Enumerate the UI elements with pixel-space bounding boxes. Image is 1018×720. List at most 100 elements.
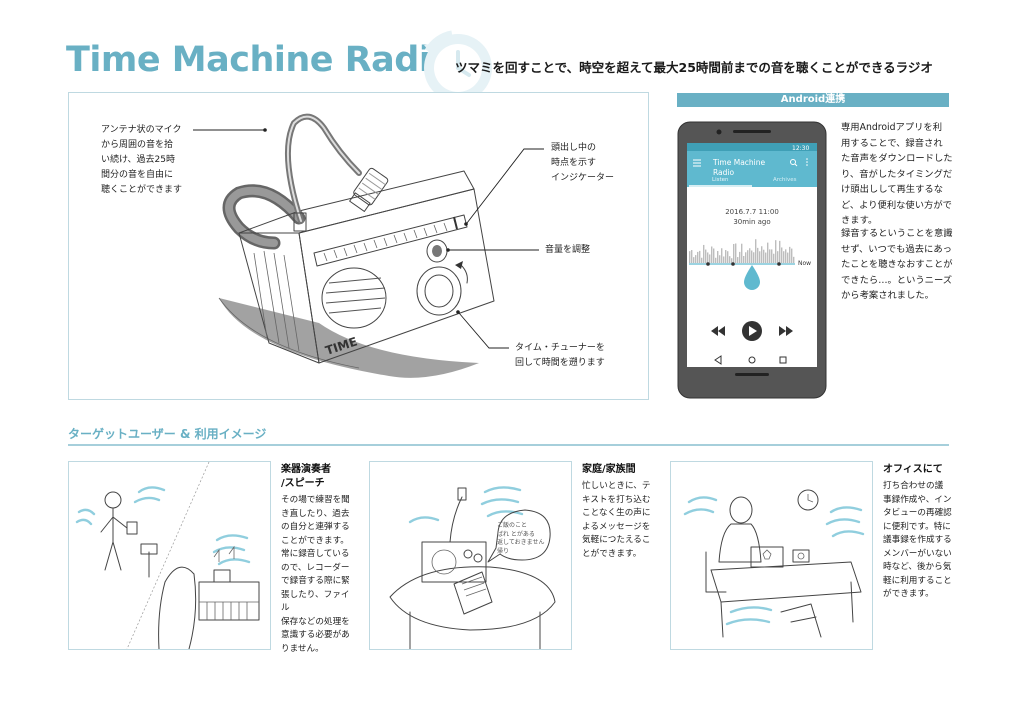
- note-line: 回して時間を遡ります: [515, 358, 605, 368]
- note-line: タイム・チューナーを: [515, 343, 605, 353]
- forward-icon[interactable]: [779, 326, 793, 336]
- usage-section-title: ターゲットユーザー & 利用イメージ: [68, 427, 267, 441]
- scene-family-text: 家庭/家族間 忙しいときに、テ キストを打ち込む ことなく生の声に よるメッセー…: [582, 463, 657, 561]
- scene-office: [670, 461, 873, 650]
- waveform-bar: [773, 253, 775, 263]
- text-line: タビューの再確認: [883, 508, 952, 518]
- text-line: りません。: [281, 643, 324, 654]
- waveform-bar: [691, 250, 693, 263]
- text-line: き直したり、過去: [281, 508, 350, 519]
- waveform-bar: [777, 251, 779, 263]
- text-line: 忙しいときに、テ: [582, 481, 651, 491]
- waveform-bar: [759, 251, 761, 263]
- waveform-bar: [737, 257, 739, 263]
- waveform-bar: [719, 255, 721, 263]
- waveform-bar: [767, 242, 769, 263]
- waveform-bar: [783, 251, 785, 263]
- note-line: 間分の音を自由に: [101, 170, 174, 180]
- note-line: 時点を示す: [551, 158, 597, 168]
- text-line: とができます。: [582, 548, 642, 559]
- scene-musician-illustration: [75, 461, 260, 650]
- text-line: 気軽につたえるこ: [582, 535, 651, 545]
- waveform-bar: [785, 249, 787, 263]
- waveform-bar: [779, 240, 781, 263]
- text-line: その場で練習を聞: [281, 495, 350, 505]
- scene-musician-text: 楽器演奏者 /スピーチ その場で練習を聞 き直したり、過去 の自分と連弾する こ…: [281, 463, 356, 656]
- recents-icon[interactable]: [779, 356, 787, 364]
- bubble-line: 返しておきません: [497, 539, 545, 546]
- section-divider: [68, 444, 949, 446]
- text-line: 常に録音している: [281, 549, 350, 559]
- text-line: け頭出しして再生するな: [841, 184, 943, 195]
- text-line: の自分と連弾する: [281, 522, 350, 532]
- waveform-bar: [701, 257, 703, 263]
- tab-archives[interactable]: Archives: [773, 177, 797, 183]
- main-illustration-panel: TIME アンテナ状のマイク から周囲の音を拾 い続け、過去25時 間分の音を自…: [68, 92, 649, 400]
- bubble-line: ばれ とがある: [497, 530, 535, 538]
- text-line: よるメッセージを: [582, 521, 651, 532]
- scene-title: 家庭/家族間: [582, 464, 636, 475]
- waveform-bar: [755, 239, 757, 263]
- scene-family-illustration: [389, 486, 556, 650]
- text-line: 意識する必要があ: [281, 630, 350, 640]
- note-volume: 音量を調整: [545, 243, 590, 258]
- back-icon[interactable]: [714, 355, 722, 365]
- now-label: Now: [798, 260, 812, 267]
- text-line: 用することで、録音され: [841, 137, 943, 149]
- clock-icon: [424, 30, 492, 102]
- waveform-bar: [733, 243, 735, 263]
- text-line: ことができます。: [281, 535, 349, 546]
- waveform-bar: [711, 246, 713, 263]
- waveform-bar: [745, 252, 747, 263]
- app-title-line: Radio: [713, 168, 735, 177]
- waveform-bar: [761, 246, 763, 263]
- text-line: で録音する際に緊: [281, 576, 350, 586]
- waveform-bar: [729, 256, 731, 263]
- scene-office-text: オフィスにて 打ち合わせの議 事録作成や、イン タビューの再確認 に便利です。特…: [883, 463, 953, 602]
- waveform-bar: [765, 252, 767, 263]
- waveform: [689, 239, 795, 263]
- text-line: メンバーがいない: [883, 548, 952, 559]
- text-line: きます。: [841, 215, 878, 226]
- waveform-bar: [781, 247, 783, 263]
- text-line: 張したり、ファイル: [281, 589, 350, 614]
- recording-ago: 30min ago: [733, 218, 771, 226]
- waveform-bar: [703, 244, 705, 263]
- text-line: 軽に利用すること: [883, 575, 952, 586]
- app-title-line: Time Machine: [713, 158, 766, 167]
- waveform-bar: [791, 248, 793, 263]
- waveform-bar: [725, 250, 727, 263]
- waveform-bar: [693, 257, 695, 263]
- rewind-icon[interactable]: [711, 326, 725, 336]
- waveform-bar: [713, 248, 715, 263]
- text-line: から考案されました。: [841, 290, 934, 301]
- app-title: Time Machine Radio: [713, 158, 765, 178]
- phone-mockup: [677, 121, 827, 399]
- home-icon[interactable]: [748, 356, 756, 364]
- waveform-bar: [707, 252, 709, 263]
- waveform-bar: [771, 249, 773, 263]
- waveform-bar: [705, 249, 707, 263]
- scene-musician: [68, 461, 271, 650]
- waveform-bar: [775, 240, 777, 263]
- text-line: できたら…。というニーズ: [841, 274, 953, 286]
- play-button[interactable]: [742, 321, 762, 341]
- status-time: 12:30: [792, 145, 810, 152]
- page-title: Time Machine Radio: [66, 40, 454, 80]
- waveform-bar: [769, 249, 771, 263]
- waveform-bar: [787, 252, 789, 263]
- scene-office-illustration: [683, 489, 865, 638]
- text-line: ができます。: [883, 589, 934, 599]
- waveform-bar: [699, 250, 701, 263]
- note-line: 音量を調整: [545, 245, 591, 255]
- note-line: インジケーター: [551, 173, 615, 183]
- waveform-bar: [753, 252, 755, 263]
- text-line: キストを打ち込む: [582, 494, 651, 505]
- note-antenna-mic: アンテナ状のマイク から周囲の音を拾 い続け、過去25時 間分の音を自由に 聴く…: [101, 123, 182, 198]
- waveform-bar: [727, 251, 729, 263]
- scene-title: /スピーチ: [281, 478, 325, 489]
- page-subtitle: ツマミを回すことで、時空を超えて最大25時間前までの音を聴くことができるラジオ: [455, 60, 933, 75]
- waveform-bar: [747, 250, 749, 263]
- tab-listen[interactable]: Listen: [712, 177, 729, 183]
- waveform-bar: [731, 258, 733, 263]
